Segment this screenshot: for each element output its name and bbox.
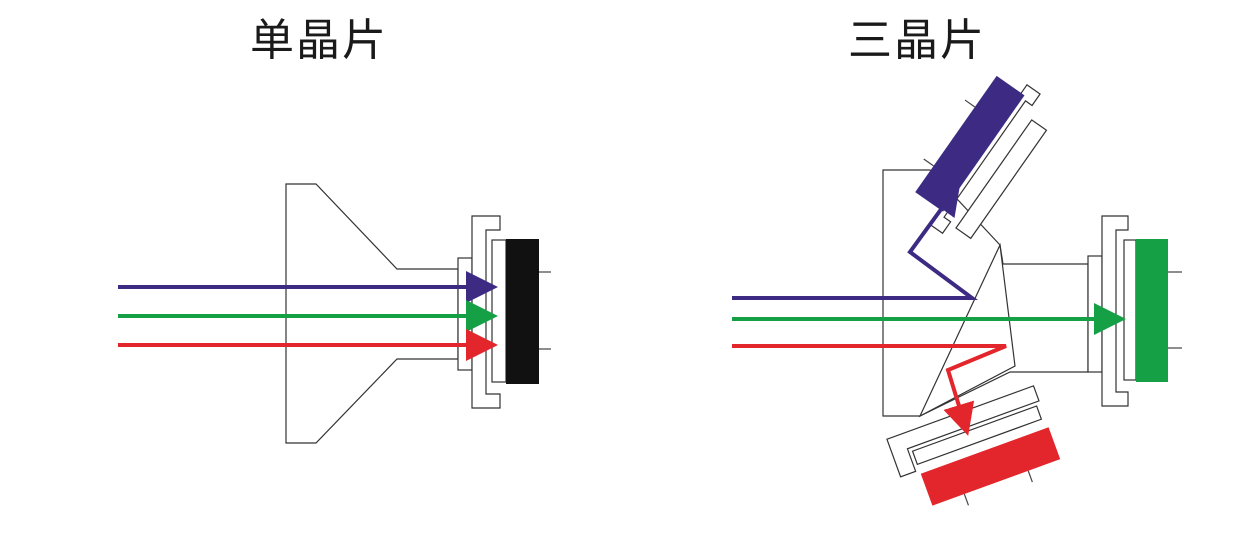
single-sensor-frame: [491, 239, 507, 383]
green-image-sensor: [1136, 239, 1168, 382]
blue-sensor-pin-left: [923, 158, 934, 167]
single-image-sensor: [506, 239, 539, 384]
green-sensor-frame: [1123, 239, 1137, 381]
red-sensor-assembly: [886, 385, 1061, 506]
single-lens-housing: [285, 183, 459, 444]
three-red-light-ray: [732, 344, 1007, 436]
blue-image-sensor: [915, 75, 1025, 212]
red-mount-bracket: [886, 385, 1040, 478]
title-three-chip: 三晶片: [848, 15, 986, 66]
blue-sensor-pin-right: [964, 99, 976, 108]
green-mount-inner: [1087, 255, 1103, 373]
red-image-sensor: [920, 427, 1061, 506]
three-blue-light-ray: [732, 182, 979, 300]
title-single-chip: 单晶片: [250, 15, 388, 66]
red-sensor-pin-left: [963, 493, 970, 506]
red-sensor-pin-right: [1027, 470, 1033, 483]
prism-splitter: [918, 242, 1016, 418]
red-mount-inner: [911, 405, 1043, 466]
three-chip-diagram: [732, 75, 1182, 506]
blue-mount-inner: [955, 119, 1048, 240]
single-chip-diagram: [118, 183, 551, 444]
